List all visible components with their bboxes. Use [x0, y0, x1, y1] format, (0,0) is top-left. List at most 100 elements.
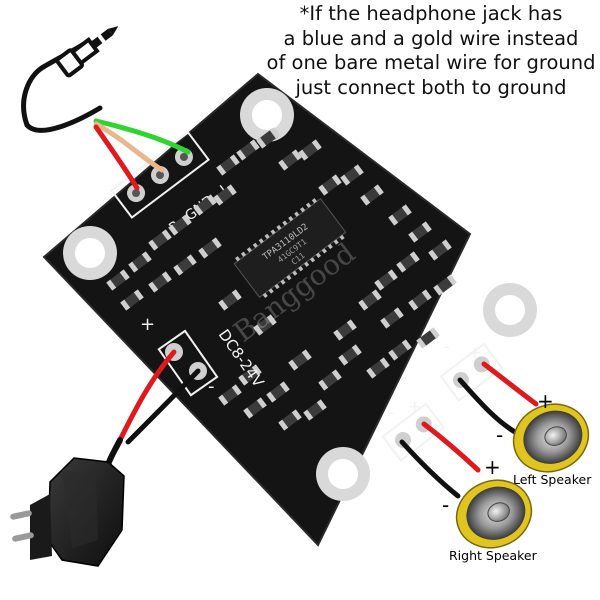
smd-part [253, 314, 277, 336]
smd-part [218, 289, 242, 311]
note-line: a blue and a gold wire instead [283, 26, 579, 50]
smd-part [408, 221, 432, 243]
left-output-plus-marker: + [468, 343, 481, 362]
smd-part [360, 184, 384, 206]
power-plus-marker: + [140, 314, 155, 335]
power-header [157, 329, 219, 397]
chip-pin [280, 279, 286, 285]
power-adapter-icon [10, 457, 125, 567]
chip-pin [282, 220, 288, 226]
chip-pin [286, 275, 292, 281]
chip-pin [252, 242, 258, 248]
smd-part [218, 384, 242, 406]
smd-part [243, 397, 267, 419]
smd-part [428, 239, 452, 261]
smd-part [278, 149, 302, 171]
note-line: of one bare metal wire for ground [266, 51, 596, 74]
left-speaker-minus: - [496, 423, 503, 447]
chip-pin [288, 215, 294, 222]
smd-part [388, 204, 412, 226]
mounting-hole [240, 88, 294, 142]
smd-part [120, 289, 144, 311]
right-speaker-plus: + [484, 455, 501, 479]
smd-part [288, 349, 312, 371]
chip-pin [262, 292, 268, 299]
chip-pin [276, 224, 282, 231]
right-speaker-minus: - [442, 493, 449, 517]
chip-pin [327, 243, 333, 250]
smd-components [106, 127, 457, 431]
smd-part [128, 251, 152, 273]
smd-part [388, 339, 412, 361]
mounting-hole [483, 283, 537, 337]
smd-part [266, 381, 290, 403]
note-line: *If the headphone jack has [299, 2, 563, 25]
ground-wire-note: *If the headphone jack has a blue and a … [262, 2, 600, 100]
left-speaker-label: Left Speaker [513, 472, 592, 487]
headphone-jack-icon [21, 26, 119, 133]
chip-pin [298, 266, 304, 272]
chip-pin [274, 283, 280, 290]
amplifier-board: R GND L TPA3110LD2 41GC9T1 C11 Banggood … [42, 72, 537, 547]
chip-pin [246, 247, 252, 253]
chip-pin [305, 202, 312, 208]
mounting-hole [63, 226, 117, 280]
smd-part [278, 409, 302, 431]
signal-wires [93, 118, 191, 191]
chip-pin [264, 233, 270, 240]
smd-part [198, 237, 222, 259]
chip-pin [240, 251, 247, 257]
chip-pin [300, 207, 306, 213]
chip-pin [321, 248, 327, 254]
power-positive-wire [117, 349, 177, 443]
smd-part [213, 184, 237, 206]
smd-part [298, 139, 322, 161]
left-speaker: + - Left Speaker [496, 389, 592, 487]
smd-part [318, 369, 342, 391]
left-speaker-wires [457, 361, 539, 435]
smd-part [338, 344, 362, 366]
speaker-icon [512, 403, 590, 473]
right-speaker-label: Right Speaker [449, 548, 538, 563]
left-channel-wire [93, 118, 191, 155]
smd-part [173, 254, 197, 276]
smd-part [408, 289, 432, 311]
smd-part [256, 127, 280, 149]
smd-part [238, 364, 262, 386]
smd-part [416, 327, 440, 349]
smd-part [148, 271, 172, 293]
right-output-minus-marker: - [388, 403, 394, 422]
chip-pin [309, 257, 316, 263]
smd-part [216, 154, 240, 176]
chip-pin [270, 229, 276, 235]
right-speaker: + - Right Speaker [442, 455, 538, 563]
left-output-minus-marker: - [444, 337, 450, 356]
smd-part [106, 269, 130, 291]
smd-part [303, 399, 327, 421]
smd-part [340, 164, 364, 186]
smd-part [396, 251, 420, 273]
chip-pin [294, 211, 300, 217]
ground-wire [93, 121, 165, 173]
speaker-icon [455, 479, 533, 549]
right-speaker-wires [399, 421, 481, 499]
chip-pin [235, 256, 241, 262]
chip-pin [304, 261, 310, 267]
smd-part [318, 174, 342, 196]
chip-pin [339, 234, 345, 241]
smd-part [374, 269, 398, 291]
smd-part [366, 357, 390, 379]
smd-part [168, 214, 192, 236]
right-output-plus-marker: + [408, 397, 421, 416]
chip-pin [315, 252, 322, 258]
note-line: just connect both to ground [295, 75, 567, 99]
smd-part [380, 307, 404, 329]
chip-pin [292, 270, 298, 276]
smd-part [193, 194, 217, 216]
smd-part [148, 229, 172, 251]
right-channel-wire [93, 124, 140, 191]
smd-part [333, 319, 357, 341]
chip-pin [258, 238, 264, 244]
chip-pin [333, 239, 339, 245]
